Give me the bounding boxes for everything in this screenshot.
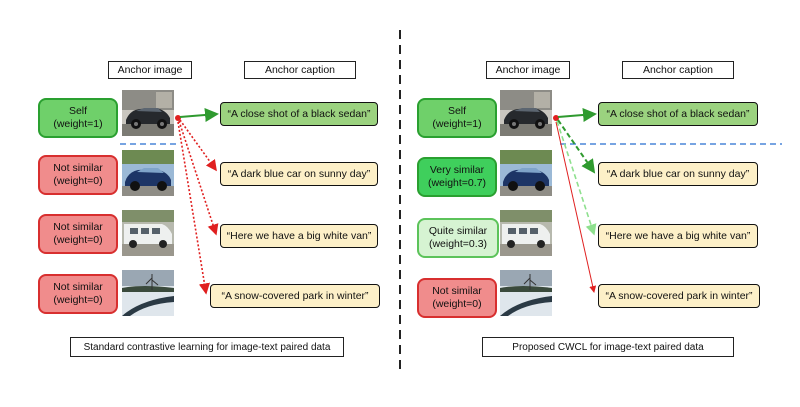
black-sedan-photo [122, 90, 174, 136]
arrow-quite-similar [556, 120, 597, 236]
weight-value: (weight=0.3) [428, 238, 488, 250]
black-sedan-photo [500, 90, 552, 136]
left-weight-box-not-similar-2: Not similar (weight=0) [38, 214, 118, 254]
anchor-point [175, 115, 181, 121]
weight-value: (weight=0.7) [427, 177, 487, 189]
left-caption-1: “A close shot of a black sedan” [220, 102, 378, 126]
right-anchor-caption-header: Anchor caption [622, 61, 734, 79]
right-weight-box-not-similar: Not similar (weight=0) [417, 278, 497, 318]
weight-label: Very similar [429, 164, 485, 176]
arrow-negative-3 [177, 121, 210, 295]
arrow-very-similar [557, 119, 596, 174]
white-van-photo [122, 210, 174, 256]
weight-value: (weight=0) [53, 294, 103, 306]
right-caption-1: “A close shot of a black sedan” [598, 102, 758, 126]
left-weight-box-self: Self (weight=1) [38, 98, 118, 138]
blue-car-photo [122, 150, 174, 196]
right-caption-2: “A dark blue car on sunny day” [598, 162, 758, 186]
left-anchor-caption-header: Anchor caption [244, 61, 356, 79]
arrow-self [557, 107, 597, 122]
white-van-photo [500, 210, 552, 256]
left-caption-3: “Here we have a big white van” [220, 224, 378, 248]
weight-label: Self [447, 105, 467, 117]
weight-label: Not similar [53, 162, 103, 174]
right-separator-line [560, 143, 782, 145]
weight-label: Not similar [432, 285, 482, 297]
arrow-self [179, 107, 219, 122]
left-arrows [175, 107, 219, 295]
right-weight-box-very-similar: Very similar (weight=0.7) [417, 157, 497, 197]
panel-divider [399, 30, 401, 375]
blue-car-photo [500, 150, 552, 196]
weight-value: (weight=0) [53, 175, 103, 187]
left-caption-2: “A dark blue car on sunny day” [220, 162, 378, 186]
weight-label: Quite similar [428, 225, 488, 237]
left-footer-label: Standard contrastive learning for image-… [70, 337, 344, 357]
left-anchor-image-header: Anchor image [108, 61, 192, 79]
weight-label: Self [68, 105, 88, 117]
snow-park-photo [122, 270, 174, 316]
weight-label: Not similar [53, 281, 103, 293]
arrow-not-similar [555, 121, 597, 293]
left-weight-box-not-similar-1: Not similar (weight=0) [38, 155, 118, 195]
weight-value: (weight=0) [432, 298, 482, 310]
left-weight-box-not-similar-3: Not similar (weight=0) [38, 274, 118, 314]
weight-value: (weight=1) [53, 118, 103, 130]
right-caption-3: “Here we have a big white van” [598, 224, 758, 248]
left-caption-4: “A snow-covered park in winter” [210, 284, 380, 308]
right-footer-label: Proposed CWCL for image-text paired data [482, 337, 734, 357]
anchor-point [553, 115, 559, 121]
right-caption-4: “A snow-covered park in winter” [598, 284, 760, 308]
weight-label: Not similar [53, 221, 103, 233]
weight-value: (weight=0) [53, 234, 103, 246]
snow-park-photo [500, 270, 552, 316]
weight-value: (weight=1) [432, 118, 482, 130]
right-anchor-image-header: Anchor image [486, 61, 570, 79]
right-weight-box-self: Self (weight=1) [417, 98, 497, 138]
right-weight-box-quite-similar: Quite similar (weight=0.3) [417, 218, 499, 258]
